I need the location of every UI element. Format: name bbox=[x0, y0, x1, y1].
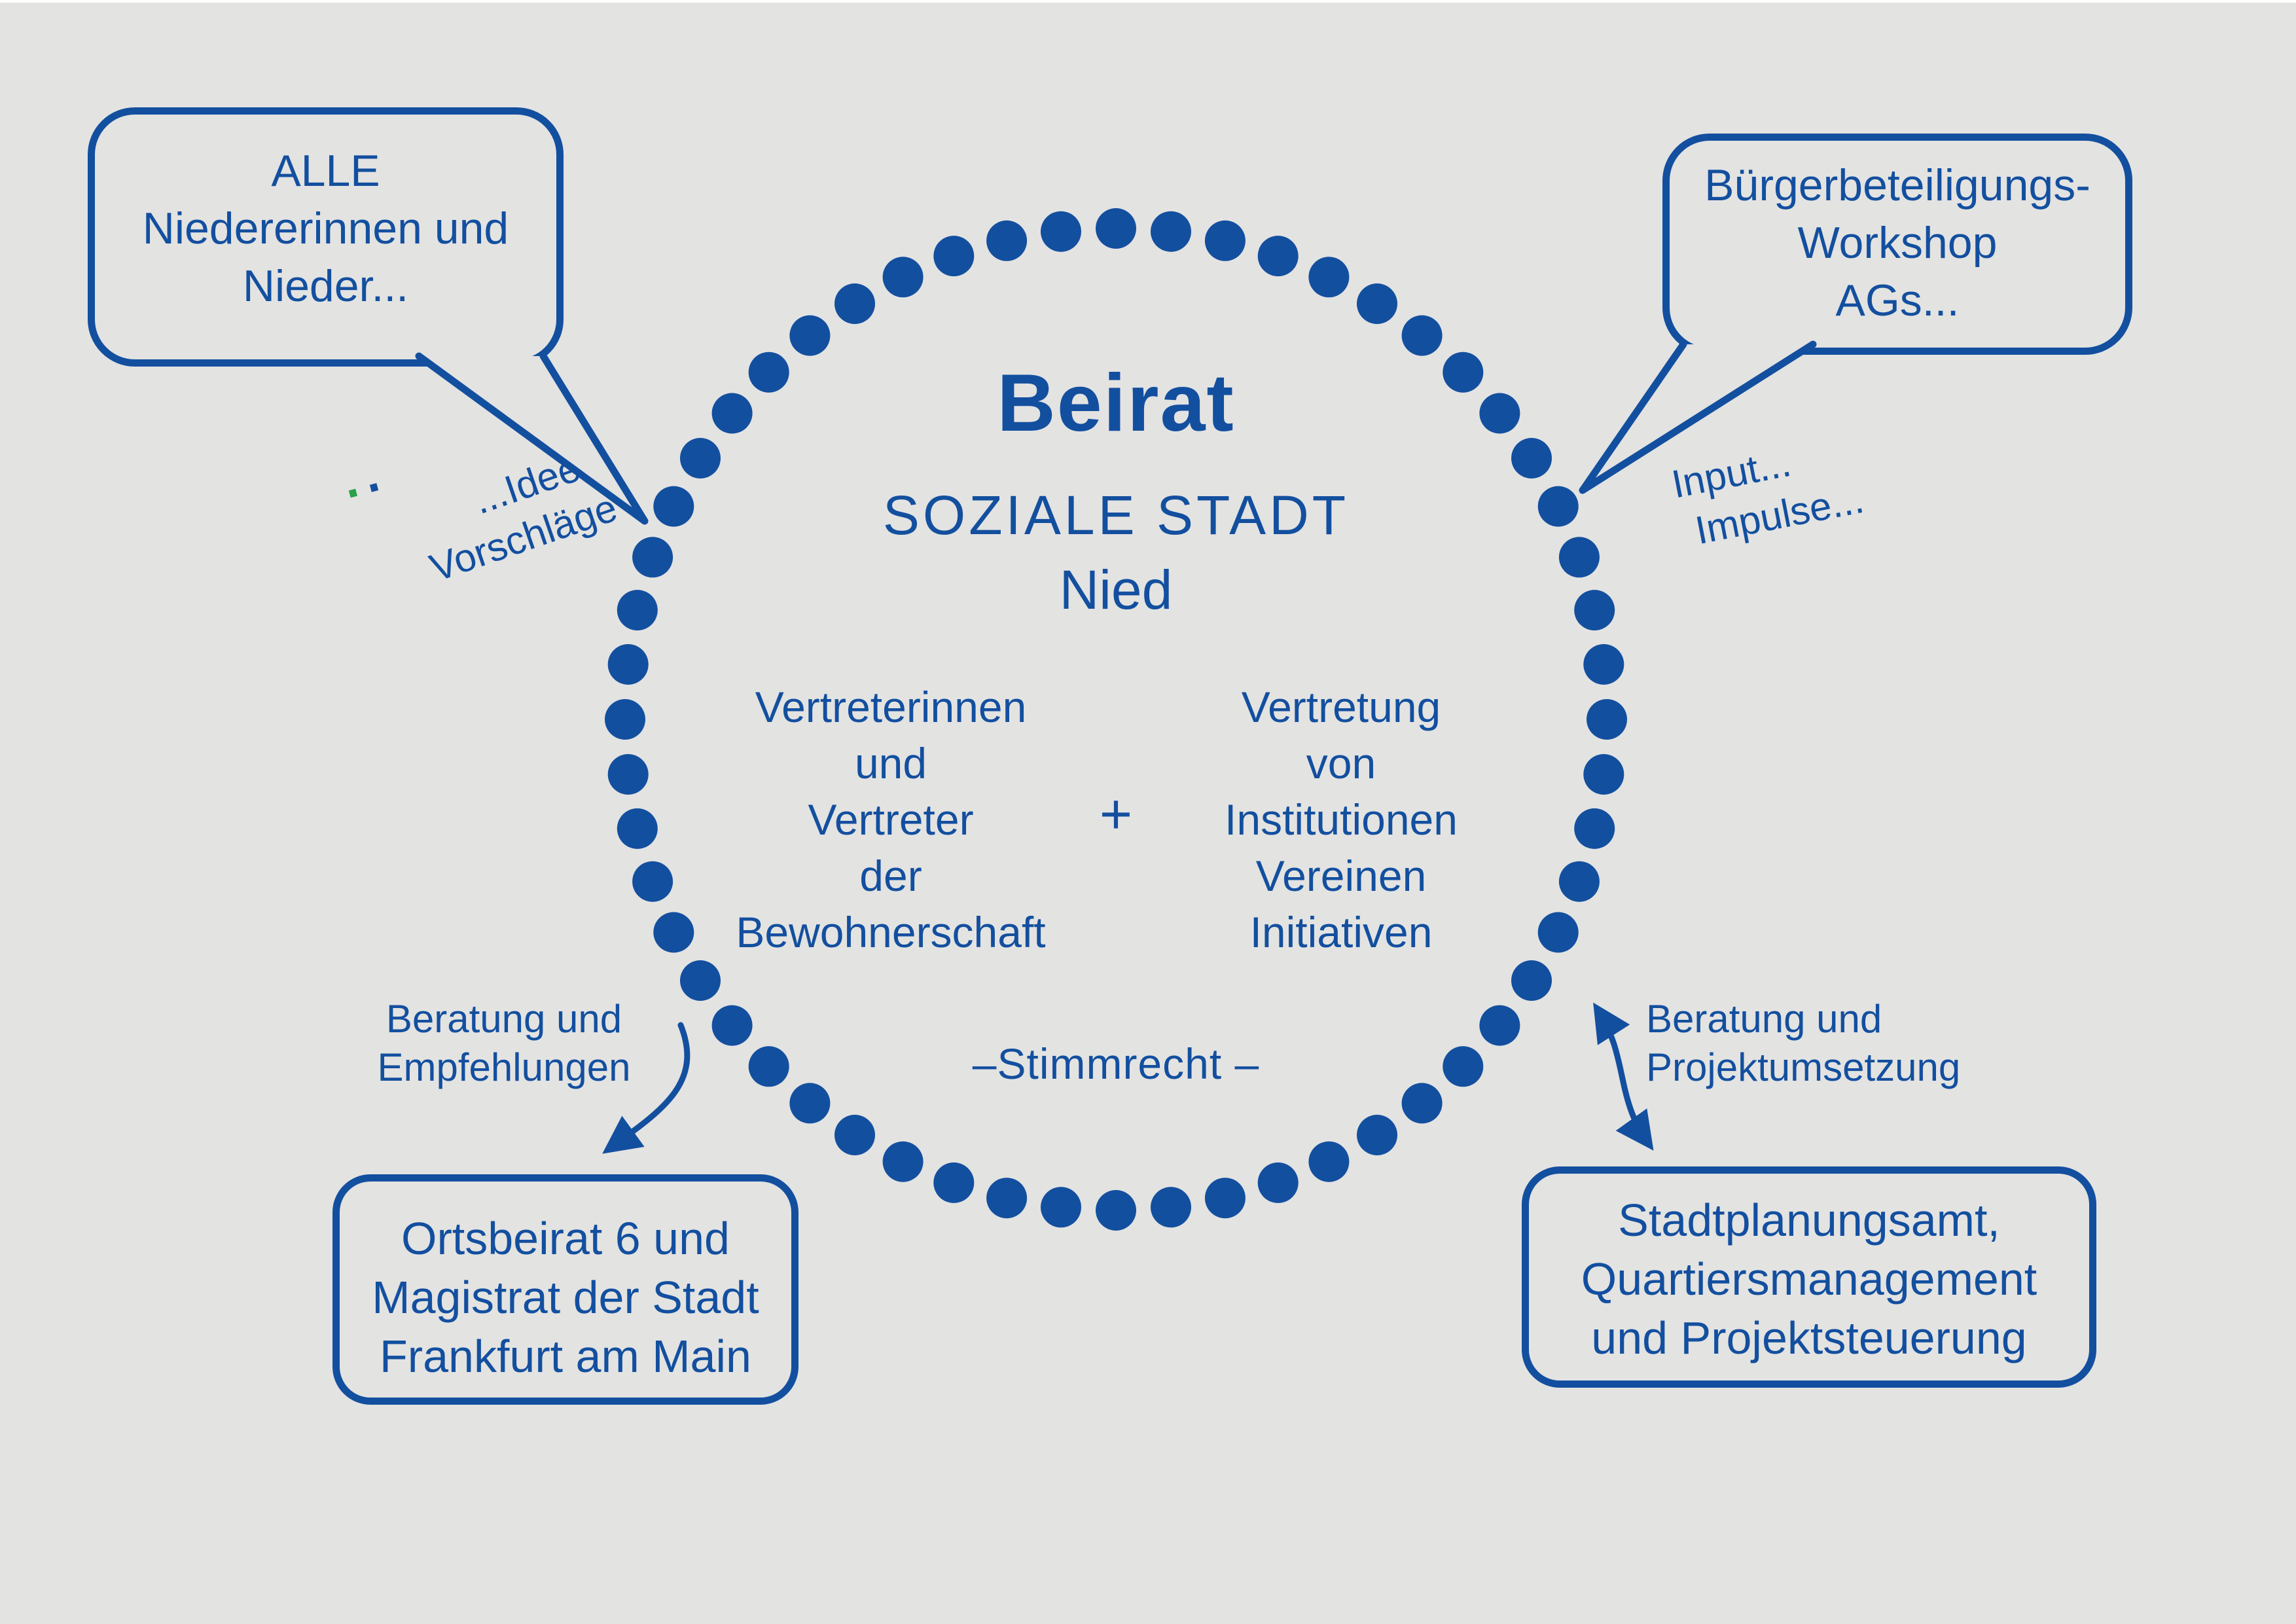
residents-line: Bewohnerschaft bbox=[736, 908, 1046, 956]
institutions-line: Initiativen bbox=[1249, 908, 1433, 956]
bubble-residents-line: ALLE bbox=[271, 146, 380, 196]
beratung-projektumsetzung-line: Projektumsetzung bbox=[1646, 1045, 1961, 1089]
plus-sign: + bbox=[1099, 783, 1133, 846]
box-stadtplanungsamt-line: und Projektsteuerung bbox=[1591, 1312, 2027, 1363]
ideen-annotation: ...Ideen Vorschläge bbox=[362, 436, 623, 609]
stimmrecht-label: –Stimmrecht – bbox=[972, 1039, 1260, 1088]
institutions-line: von bbox=[1306, 739, 1376, 787]
box-ortsbeirat-line: Frankfurt am Main bbox=[380, 1331, 751, 1382]
subtitle: SOZIALE STADT bbox=[882, 484, 1350, 546]
bubble-workshops-line: AGs... bbox=[1835, 276, 1960, 325]
box-ortsbeirat-line: Ortsbeirat 6 und bbox=[401, 1213, 730, 1264]
institutions-line: Vertretung bbox=[1241, 683, 1441, 731]
residents-line: Vertreter bbox=[808, 795, 974, 844]
box-stadtplanungsamt-line: Quartiersmanagement bbox=[1581, 1254, 2037, 1305]
bubble-residents-line: Nieder... bbox=[242, 261, 409, 311]
beratung-projektumsetzung-label: Beratung und Projektumsetzung bbox=[1646, 995, 1960, 1092]
residents-line: Vertreterinnen bbox=[755, 683, 1027, 731]
beratung-projektumsetzung-line: Beratung und bbox=[1646, 997, 1882, 1041]
bubble-residents-line: Niedererinnen und bbox=[142, 204, 509, 253]
beratung-empfehlungen-line: Empfehlungen bbox=[377, 1045, 631, 1089]
residents-line: und bbox=[854, 739, 927, 787]
institutions-line: Vereinen bbox=[1255, 852, 1427, 900]
residents-column: Vertreterinnen und Vertreter der Bewohne… bbox=[688, 679, 1094, 960]
residents-line: der bbox=[859, 852, 922, 900]
beratung-empfehlungen-line: Beratung und bbox=[386, 997, 622, 1041]
page-title: Beirat bbox=[997, 358, 1235, 448]
bubble-workshops: Bürgerbeteiligungs- Workshop AGs... bbox=[1662, 134, 2132, 355]
box-stadtplanungsamt: Stadtplanungsamt, Quartiersmanagement un… bbox=[1522, 1166, 2096, 1388]
circle-content: Beirat SOZIALE STADT Nied Vertreterinnen… bbox=[625, 228, 1607, 1210]
bubble-residents: ALLE Niedererinnen und Nieder... bbox=[88, 107, 564, 367]
institutions-line: Institutionen bbox=[1225, 795, 1458, 844]
box-ortsbeirat: Ortsbeirat 6 und Magistrat der Stadt Fra… bbox=[332, 1174, 798, 1405]
input-annotation: Input... Impulse... bbox=[1668, 425, 1868, 558]
box-stadtplanungsamt-line: Stadtplanungsamt, bbox=[1618, 1195, 2000, 1246]
bubble-workshops-line: Bürgerbeteiligungs- bbox=[1704, 160, 2090, 210]
subtitle-nied: Nied bbox=[1059, 559, 1173, 621]
box-ortsbeirat-line: Magistrat der Stadt bbox=[372, 1272, 759, 1323]
bubble-workshops-line: Workshop bbox=[1797, 218, 1998, 268]
beratung-empfehlungen-label: Beratung und Empfehlungen bbox=[373, 995, 635, 1092]
institutions-column: Vertretung von Institutionen Vereinen In… bbox=[1138, 679, 1544, 960]
